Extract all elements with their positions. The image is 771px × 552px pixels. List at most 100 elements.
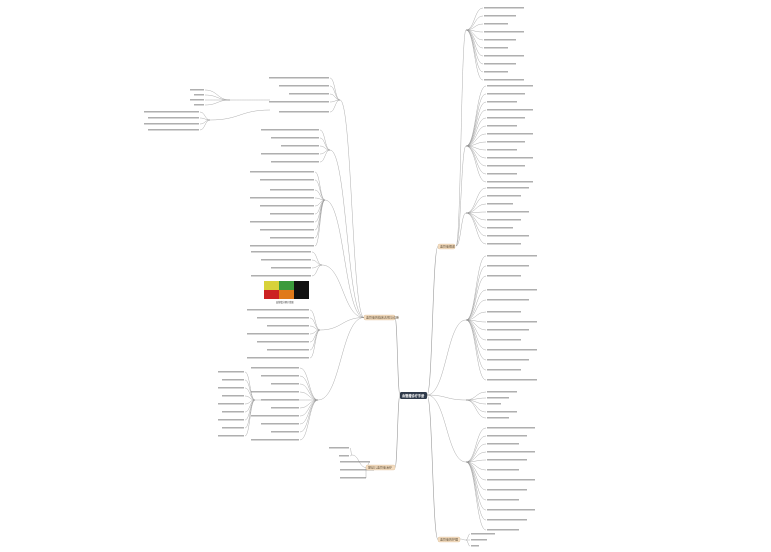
edge-root-right-6 <box>426 394 467 463</box>
edge-right-5-11 <box>465 461 487 531</box>
edge-overview-1 <box>455 29 467 247</box>
root-node[interactable]: 血管瘤诊疗手册 <box>400 392 427 399</box>
leaf-right-2-0 <box>487 187 529 189</box>
leaf-right-0-2 <box>484 23 508 25</box>
leaf-right-1-4 <box>487 117 525 119</box>
leaf-right-5-2 <box>487 443 519 445</box>
edge-right-4-3 <box>465 399 487 413</box>
branch-node-diagnosis[interactable]: 血管瘤的临床表现与诊断 <box>363 315 399 321</box>
leaf-right-3-1 <box>487 265 529 267</box>
leaf-farleft-0-0 <box>190 89 204 91</box>
edge-left-1-2 <box>319 145 331 151</box>
edge-root-diagnosis <box>394 317 401 396</box>
edge-right-2-5 <box>465 212 487 229</box>
leaf-right-1-10 <box>487 165 525 167</box>
leaf-right-4-1 <box>487 397 509 399</box>
leaf-treatment-0 <box>340 461 370 463</box>
leaf-left-2-5 <box>270 213 314 215</box>
edge-left-0-1 <box>329 85 341 101</box>
leaf-left-5-4 <box>261 399 299 401</box>
leaf-right-3-9 <box>487 349 537 351</box>
leaf-right-5-6 <box>487 479 535 481</box>
leaf-right-0-8 <box>484 71 508 73</box>
leaf-right-1-0 <box>487 85 533 87</box>
swatch-red <box>264 290 279 299</box>
leaf-treatment-1 <box>340 469 374 471</box>
leaf-farleft-2-7 <box>222 427 244 429</box>
leaf-right-3-6 <box>487 321 537 323</box>
leaf-left-0-3 <box>269 101 329 103</box>
edge-left-5-8 <box>299 399 319 433</box>
edge-left-0-3 <box>329 99 341 103</box>
edge-right-2-0 <box>465 187 487 214</box>
leaf-right-5-3 <box>487 451 535 453</box>
edge-farleft-2-2 <box>244 387 256 401</box>
leaf-left-0-0 <box>269 77 329 79</box>
leaf-left-1-3 <box>261 153 319 155</box>
edge-left-0-2 <box>329 93 341 101</box>
leaf-right-1-5 <box>487 125 517 127</box>
leaf-left-2-3 <box>250 197 314 199</box>
edge-farleft-2-7 <box>244 399 256 429</box>
mind-map-leaf-nodes <box>144 7 537 547</box>
edge-left-2-0 <box>314 171 326 201</box>
branch-node-nursing[interactable]: 血管瘤的护理 <box>437 537 461 543</box>
edge-farleft-b <box>209 109 271 121</box>
edge-right-3-2 <box>465 275 487 321</box>
leaf-right-3-4 <box>487 299 529 301</box>
leaf-left-1-4 <box>271 161 319 163</box>
leaf-right-0-3 <box>484 31 524 33</box>
edge-right-4-0 <box>465 391 487 401</box>
edge-left-5-2 <box>299 383 319 401</box>
edge-root-right-4 <box>426 319 467 396</box>
leaf-left-5-7 <box>261 423 299 425</box>
branch-node-treatment[interactable]: 婴幼儿血管瘤治疗 <box>365 465 396 471</box>
edge-right-3-0 <box>465 255 487 321</box>
edge-left-6-0 <box>349 447 353 456</box>
leaf-farleft-2-6 <box>218 419 244 421</box>
leaf-left-4-3 <box>247 333 309 335</box>
edge-treatment-1 <box>351 454 367 468</box>
leaf-left-5-6 <box>251 415 299 417</box>
edge-farleft-2-1 <box>244 379 256 401</box>
swatch-green <box>279 281 294 290</box>
leaf-farleft-0-1 <box>194 94 204 96</box>
leaf-right-2-3 <box>487 211 529 213</box>
edge-right-5-1 <box>465 435 487 463</box>
leaf-left-5-8 <box>271 431 299 433</box>
edge-right-1-5 <box>465 125 487 147</box>
image-node-stage-swatches[interactable]: 血管瘤分期示意图 <box>264 281 309 304</box>
edge-nursing-1 <box>459 538 467 541</box>
leaf-farleft-2-1 <box>222 379 244 381</box>
leaf-left-0-4 <box>279 111 329 113</box>
leaf-right-5-8 <box>487 499 519 501</box>
leaf-left-2-1 <box>260 179 314 181</box>
edge-root-right-5 <box>426 394 467 401</box>
leaf-farleft-2-4 <box>218 403 244 405</box>
edge-root-nursing <box>426 394 439 540</box>
edge-left-6-1 <box>349 454 353 457</box>
branch-node-overview[interactable]: 血管瘤概述 <box>437 244 456 250</box>
edge-right-1-2 <box>465 101 487 147</box>
leaf-right-6-1 <box>471 539 487 541</box>
leaf-left-4-4 <box>257 341 309 343</box>
edge-farleft-2-0 <box>244 371 256 401</box>
edge-right-5-4 <box>465 459 487 463</box>
edge-left-2-2 <box>314 189 326 201</box>
leaf-right-5-7 <box>487 489 527 491</box>
leaf-left-2-0 <box>250 171 314 173</box>
edge-right-5-2 <box>465 443 487 463</box>
leaf-right-0-6 <box>484 55 524 57</box>
leaf-right-1-8 <box>487 149 517 151</box>
leaf-left-5-0 <box>251 367 299 369</box>
edge-left-4-6 <box>309 329 321 359</box>
branch-label-nursing: 血管瘤的护理 <box>440 537 458 542</box>
leaf-right-0-5 <box>484 47 508 49</box>
leaf-right-3-2 <box>487 275 521 277</box>
edge-right-1-11 <box>465 145 487 175</box>
leaf-left-5-2 <box>271 383 299 385</box>
edge-right-3-6 <box>465 319 487 323</box>
leaf-left-2-2 <box>270 189 314 191</box>
edge-overview-3 <box>455 212 467 247</box>
edge-diagnosis-4 <box>321 264 365 318</box>
